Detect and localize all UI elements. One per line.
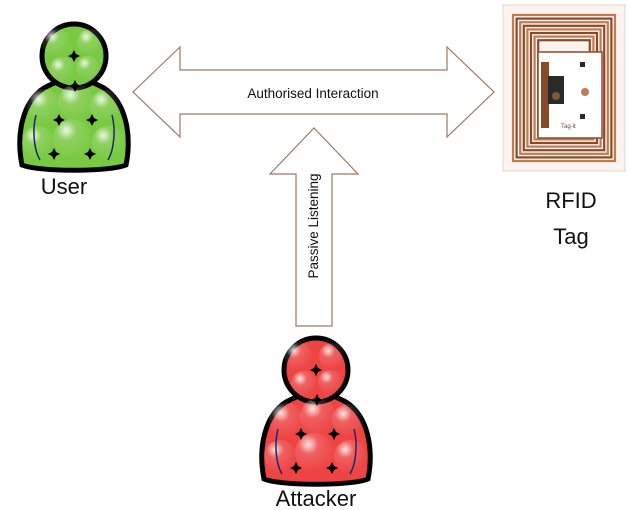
attacker-label: Attacker: [276, 486, 357, 510]
passive-listening-arrow: [268, 127, 360, 327]
attacker-icon: [259, 335, 373, 487]
icon-gloss-bubble: [334, 440, 366, 472]
rfid-tag-label-line2: Tag: [553, 224, 588, 249]
icon-gloss-bubble: [295, 433, 333, 471]
icon-star-gap: [68, 50, 80, 62]
icon-gloss-bubble: [269, 403, 303, 437]
icon-star-gap: [48, 148, 60, 160]
icon-gloss-bubble: [77, 29, 103, 55]
icon-gloss-bubble: [92, 126, 124, 158]
rfid-coil-winding: [519, 21, 609, 155]
icon-gloss-bubble: [264, 440, 296, 472]
icon-star-gap: [290, 462, 302, 474]
icon-gloss-bubble: [58, 84, 94, 120]
icon-gloss-bubble: [49, 57, 75, 83]
passive-listening-label: Passive Listening: [306, 173, 321, 278]
icon-gloss-bubble: [291, 371, 317, 397]
icon-star-gap: [53, 114, 65, 126]
rfid-coil-winding: [515, 17, 613, 159]
rfid-coil-winding: [511, 13, 617, 163]
tag-chip-text: Tag-it: [561, 124, 576, 130]
icon-star-gap: [69, 80, 81, 92]
icon-star-gap: [311, 394, 323, 406]
icon-gloss-bubble: [53, 119, 91, 157]
icon-gloss-bubble: [319, 343, 345, 369]
rfid-tag-label-line1: RFID: [545, 188, 596, 213]
icon-star-gap: [326, 462, 338, 474]
icon-star-gap: [86, 114, 98, 126]
icon-gloss-bubble: [300, 398, 336, 434]
icon-gloss-bubble: [90, 90, 122, 122]
icon-gloss-bubble: [42, 28, 70, 56]
rfid-tag-image: Tag-it: [502, 4, 626, 172]
authorised-interaction-arrow: [132, 45, 495, 139]
icon-gloss-bubble: [27, 89, 61, 123]
icon-gloss-bubble: [318, 370, 342, 394]
icon-gloss-bubble: [76, 56, 100, 80]
icon-gloss-bubble: [22, 126, 54, 158]
rfid-coil-winding: [522, 24, 606, 152]
icon-star-gap: [295, 428, 307, 440]
icon-gloss-bubble: [332, 404, 364, 436]
user-label: User: [41, 174, 87, 199]
authorised-interaction-label: Authorised Interaction: [247, 86, 378, 101]
icon-star-gap: [328, 428, 340, 440]
icon-star-gap: [310, 364, 322, 376]
icon-star-gap: [84, 148, 96, 160]
icon-gloss-bubble: [284, 342, 312, 370]
user-icon: [17, 21, 131, 173]
